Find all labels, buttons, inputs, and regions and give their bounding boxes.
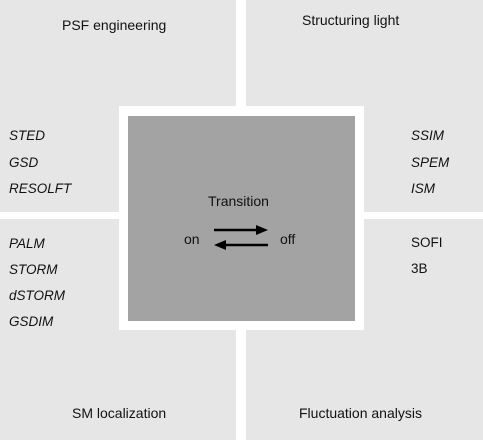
item-resolft: RESOLFT	[9, 181, 72, 196]
label-on: on	[184, 231, 200, 247]
item-gsdim: GSDIM	[9, 314, 54, 329]
item-dstorm: dSTORM	[9, 288, 66, 303]
label-off: off	[280, 231, 296, 247]
center-title: Transition	[208, 193, 269, 209]
item-gsd: GSD	[9, 155, 39, 170]
title-fluctuation-analysis: Fluctuation analysis	[299, 405, 422, 421]
arrow-forward	[214, 225, 268, 235]
item-sofi: SOFI	[411, 235, 443, 250]
item-spem: SPEM	[411, 155, 450, 170]
item-sted: STED	[9, 128, 46, 143]
center-box	[128, 116, 355, 321]
item-ssim: SSIM	[411, 128, 445, 143]
title-sm-localization: SM localization	[72, 405, 167, 421]
title-psf-engineering: PSF engineering	[62, 17, 167, 33]
item-storm: STORM	[9, 262, 58, 277]
arrow-backward	[214, 240, 268, 250]
item-palm: PALM	[9, 236, 45, 251]
item-ism: ISM	[411, 181, 436, 196]
title-structuring-light: Structuring light	[302, 12, 400, 28]
item-3b: 3B	[411, 261, 428, 276]
